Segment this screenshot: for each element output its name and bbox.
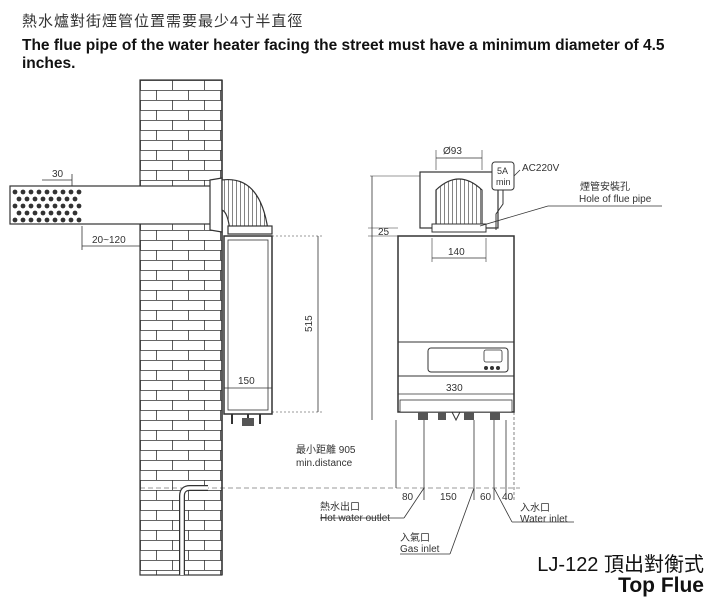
title-english: The flue pipe of the water heater facing… — [22, 37, 665, 72]
power-switch-label-bottom: min — [496, 177, 511, 187]
dim-140: 140 — [448, 247, 465, 258]
dim-diameter-93: Ø93 — [443, 146, 462, 157]
ac-label: AC220V — [522, 163, 560, 174]
dim-30: 30 — [52, 169, 64, 180]
heater-front-view — [397, 171, 515, 422]
model-name-en: Top Flue — [618, 574, 704, 597]
min-distance-label-zh: 最小距離 905 — [296, 443, 356, 456]
dim-25: 25 — [378, 227, 390, 238]
hot-water-label-en: Hot water outlet — [320, 513, 390, 524]
title-chinese: 熱水爐對街煙管位置需要最少4寸半直徑 — [22, 13, 304, 30]
hot-water-label-zh: 熱水出口 — [320, 500, 360, 513]
dim-330: 330 — [446, 383, 463, 394]
min-distance-label-en: min.distance — [296, 458, 353, 469]
gas-inlet-label-en: Gas inlet — [400, 544, 440, 555]
dim-40: 40 — [502, 492, 514, 503]
dim-60: 60 — [480, 492, 492, 503]
dim-515: 515 — [304, 315, 315, 332]
dim-150-side: 150 — [238, 376, 255, 387]
flue-hole-label-zh: 煙管安裝孔 — [580, 180, 630, 193]
dim-20-120: 20~120 — [92, 235, 126, 246]
gas-inlet-label-zh: 入氣口 — [400, 531, 430, 544]
flue-hole-label-en: Hole of flue pipe — [579, 194, 652, 205]
heater-side-view — [223, 235, 273, 426]
water-inlet-label-en: Water inlet — [520, 514, 568, 525]
dim-150: 150 — [440, 492, 457, 503]
dim-80: 80 — [402, 492, 414, 503]
model-code: LJ-122 頂出對衡式 — [537, 554, 704, 576]
flue-pipe-side — [9, 177, 273, 235]
water-inlet-label-zh: 入水口 — [520, 502, 550, 514]
power-switch-label-top: 5A — [497, 166, 508, 176]
